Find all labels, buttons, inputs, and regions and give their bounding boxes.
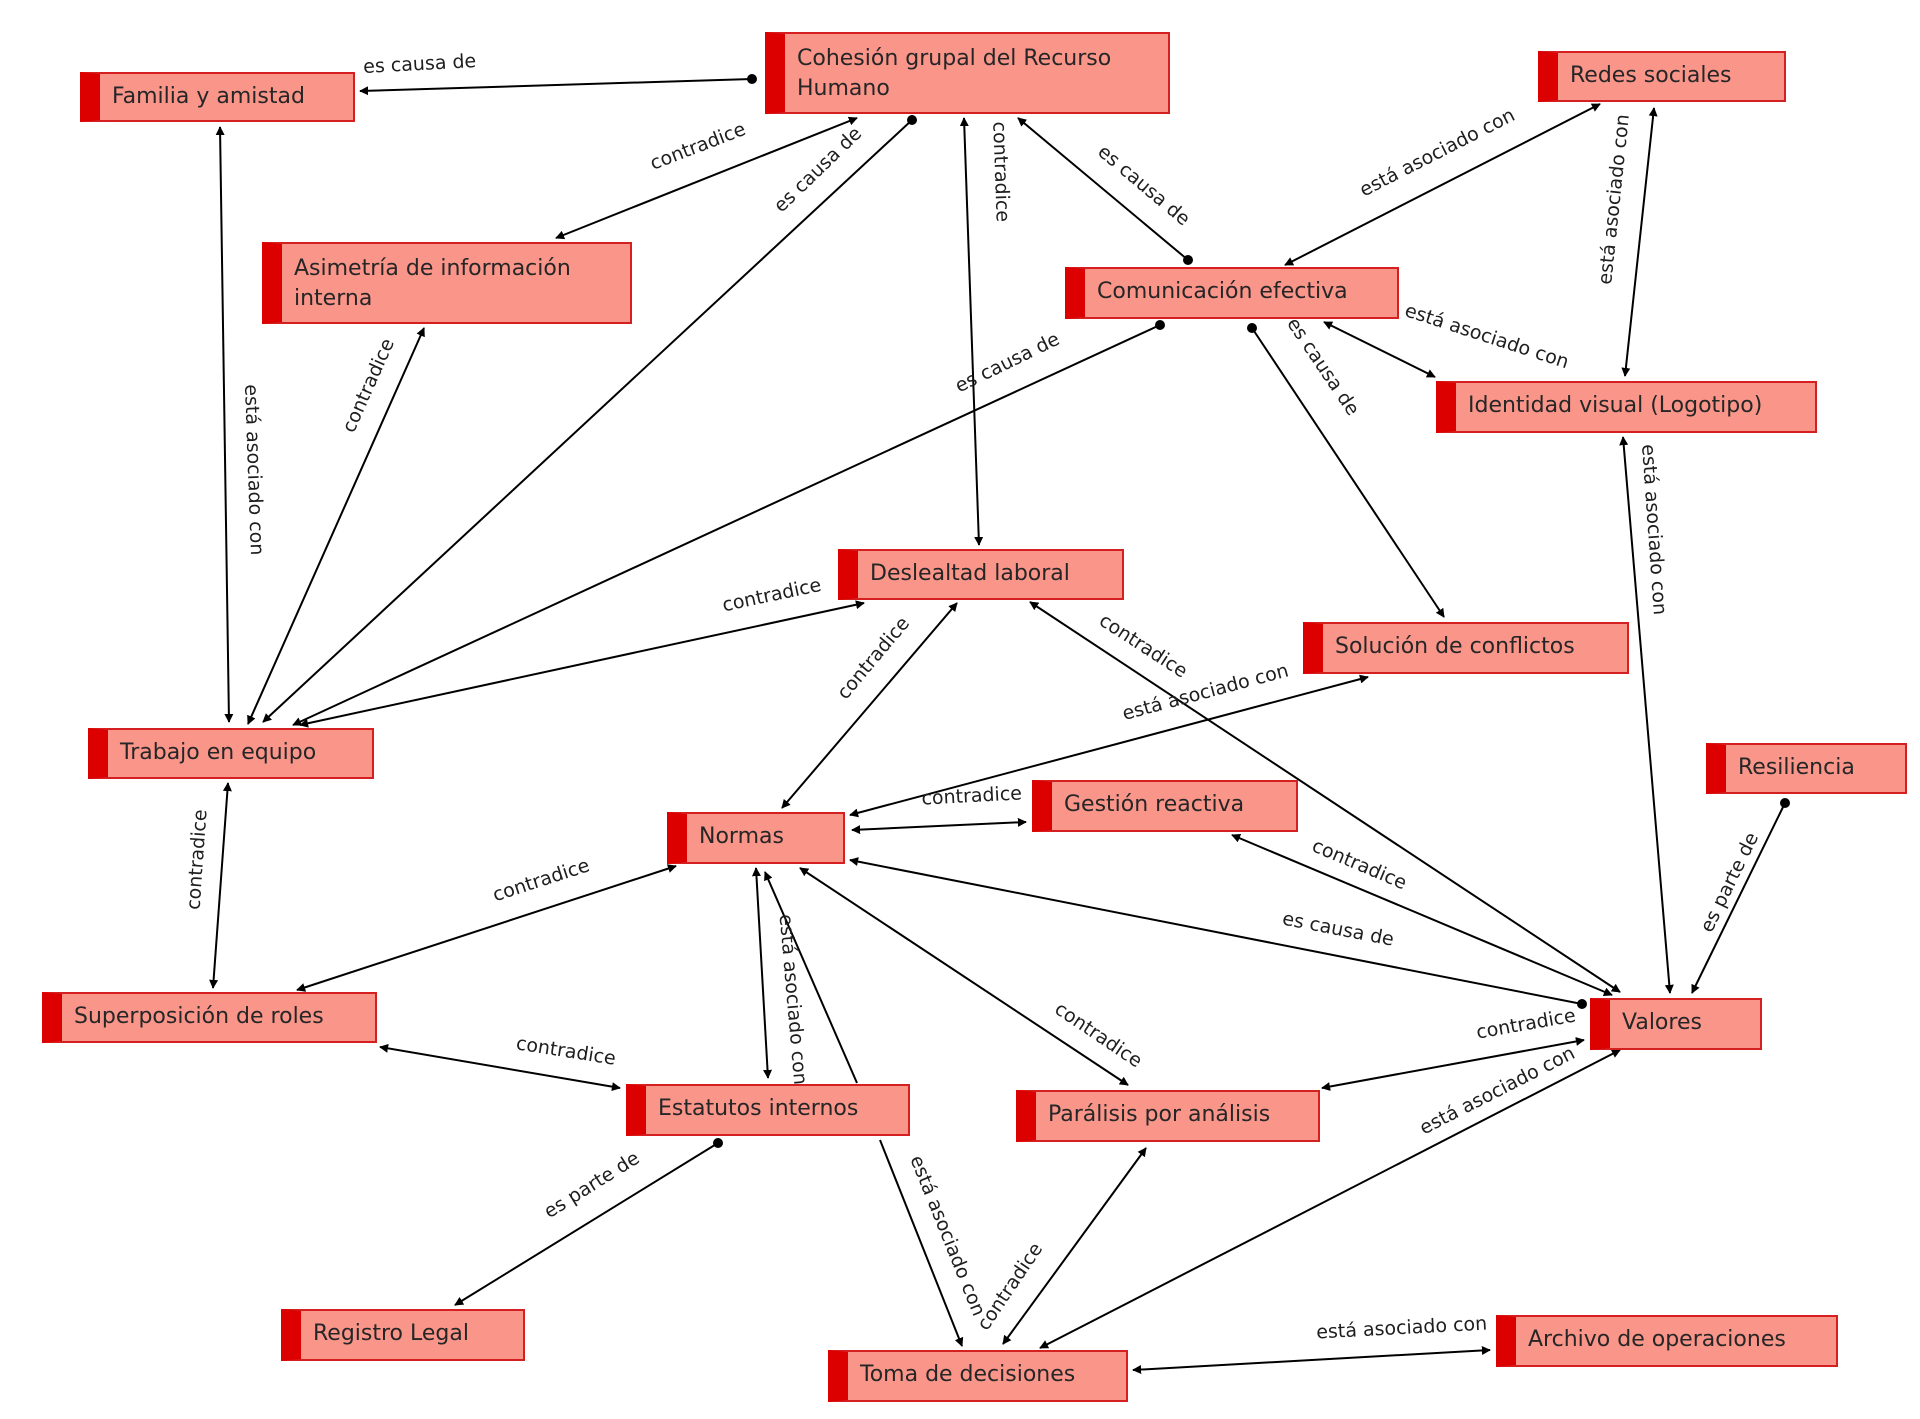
node-archivo-operaciones[interactable]: Archivo de operaciones (1496, 1315, 1838, 1367)
node-label: Archivo de operaciones (1528, 1327, 1786, 1352)
edge-normas-gestion (851, 817, 1027, 835)
node-paralisis-por-analisis[interactable]: Parálisis por análisis (1016, 1090, 1320, 1142)
edge-comunicacion-cohesion (1017, 117, 1193, 265)
node-trabajo-en-equipo[interactable]: Trabajo en equipo (88, 728, 374, 779)
node-label: Resiliencia (1738, 755, 1855, 780)
edge-cohesion-deslealtad (959, 117, 984, 546)
edge-label-resiliencia-valores: es parte de (1696, 829, 1763, 936)
edge-asimetria-trabajo (247, 327, 425, 725)
node-label: Cohesión grupal del Recurso (797, 46, 1112, 71)
edge-label-toma-paralisis: contradice (973, 1239, 1047, 1335)
edge-label-superposicion-estatutos: contradice (515, 1032, 618, 1069)
edge-identidad-comunicacion (1323, 321, 1436, 378)
edge-label-deslealtad-trabajo: contradice (720, 574, 823, 616)
node-label: Estatutos internos (658, 1096, 859, 1121)
node-label: Comunicación efectiva (1097, 279, 1348, 304)
node-label: Gestión reactiva (1064, 792, 1245, 817)
edge-familia-trabajo (215, 126, 234, 723)
node-solucion-conflictos[interactable]: Solución de conflictos (1303, 622, 1629, 674)
edge-label-familia-trabajo: está asociado con (240, 384, 268, 556)
node-comunicacion-efectiva[interactable]: Comunicación efectiva (1065, 267, 1399, 319)
node-label: Redes sociales (1570, 63, 1732, 88)
node-familia-y-amistad[interactable]: Familia y amistad (80, 72, 355, 122)
edge-estatutos-toma (879, 1139, 964, 1347)
edge-label-deslealtad-normas: contradice (833, 613, 914, 704)
edge-label-cohesion-deslealtad: contradice (988, 121, 1013, 222)
node-asimetria-informacion[interactable]: Asimetría de información interna (262, 242, 632, 324)
edge-label-valores-paralisis: contradice (1475, 1005, 1578, 1044)
edge-label-identidad-valores: está asociado con (1637, 443, 1671, 615)
edge-identidad-valores (1619, 436, 1674, 994)
edge-normas-estatutos (751, 867, 773, 1079)
node-normas[interactable]: Normas (667, 812, 845, 864)
node-label: Superposición de roles (74, 1004, 324, 1029)
edge-resiliencia-valores (1691, 798, 1790, 994)
edge-label-solucion-normas: está asociado con (1120, 659, 1291, 725)
edge-deslealtad-trabajo (299, 600, 865, 728)
edge-label-redes-identidad: está asociado con (1594, 113, 1634, 285)
node-redes-sociales[interactable]: Redes sociales (1538, 51, 1786, 102)
edge-comunicacion-trabajo (292, 320, 1165, 726)
edge-estatutos-registro (454, 1138, 723, 1306)
edge-label-deslealtad-valores: contradice (1095, 609, 1191, 682)
edge-toma-archivo (1132, 1345, 1491, 1375)
node-label: Normas (699, 824, 784, 849)
edge-label-comunicacion-cohesion: es causa de (1093, 141, 1194, 231)
edge-label-normas-paralisis: contradice (1051, 998, 1147, 1072)
node-label: Asimetría de información (294, 256, 571, 281)
edge-cohesion-familia (359, 74, 757, 96)
edge-label-comunicacion-trabajo: es causa de (952, 328, 1063, 397)
node-toma-de-decisiones[interactable]: Toma de decisiones (828, 1350, 1128, 1402)
edge-label-comunicacion-solucion: es causa de (1282, 314, 1363, 420)
edge-toma-valores (1039, 1049, 1621, 1349)
node-label: Valores (1622, 1010, 1702, 1035)
node-deslealtad-laboral[interactable]: Deslealtad laboral (838, 549, 1124, 600)
node-identidad-visual[interactable]: Identidad visual (Logotipo) (1436, 381, 1817, 433)
node-label: Parálisis por análisis (1048, 1102, 1271, 1127)
edge-superposicion-estatutos (379, 1043, 621, 1092)
edge-label-cohesion-trabajo: es causa de (770, 122, 867, 216)
edge-redes-identidad (1621, 107, 1658, 377)
node-label: Deslealtad laboral (870, 561, 1070, 586)
edge-label-cohesion-familia: es causa de (363, 50, 477, 78)
node-label: interna (294, 286, 373, 311)
node-estatutos-internos[interactable]: Estatutos internos (626, 1084, 910, 1136)
edge-solucion-normas (849, 674, 1369, 818)
edge-label-toma-archivo: está asociado con (1316, 1313, 1488, 1344)
edge-comunicacion-solucion (1247, 323, 1445, 618)
node-label: Solución de conflictos (1335, 634, 1575, 659)
edge-label-identidad-comunicacion: está asociado con (1402, 299, 1572, 373)
edge-valores-normas (849, 857, 1587, 1009)
edge-normas-estatutos-up (764, 871, 858, 1084)
node-valores[interactable]: Valores (1590, 998, 1762, 1050)
edge-deslealtad-normas (781, 602, 958, 809)
node-resiliencia[interactable]: Resiliencia (1706, 743, 1907, 794)
edge-redes-comunicacion (1284, 103, 1601, 266)
node-registro-legal[interactable]: Registro Legal (281, 1309, 525, 1361)
edge-trabajo-superposicion (209, 782, 232, 989)
edge-label-normas-gestion: contradice (921, 782, 1023, 809)
node-label: Identidad visual (Logotipo) (1468, 393, 1763, 418)
node-label: Trabajo en equipo (120, 740, 317, 765)
edge-label-valores-normas: es causa de (1281, 908, 1396, 951)
node-label: Registro Legal (313, 1321, 469, 1346)
edge-label-normas-estatutos: está asociado con (775, 913, 812, 1085)
edge-label-estatutos-registro: es parte de (540, 1147, 643, 1223)
edge-normas-superposicion (296, 864, 677, 992)
node-superposicion-roles[interactable]: Superposición de roles (42, 992, 377, 1043)
edge-normas-paralisis (799, 867, 1129, 1086)
node-label: Humano (797, 76, 890, 101)
node-gestion-reactiva[interactable]: Gestión reactiva (1032, 780, 1298, 832)
edge-label-trabajo-superposicion: contradice (183, 809, 212, 911)
edge-label-asimetria-trabajo: contradice (338, 335, 399, 436)
node-label: Toma de decisiones (860, 1362, 1076, 1387)
node-label: Familia y amistad (112, 84, 305, 109)
